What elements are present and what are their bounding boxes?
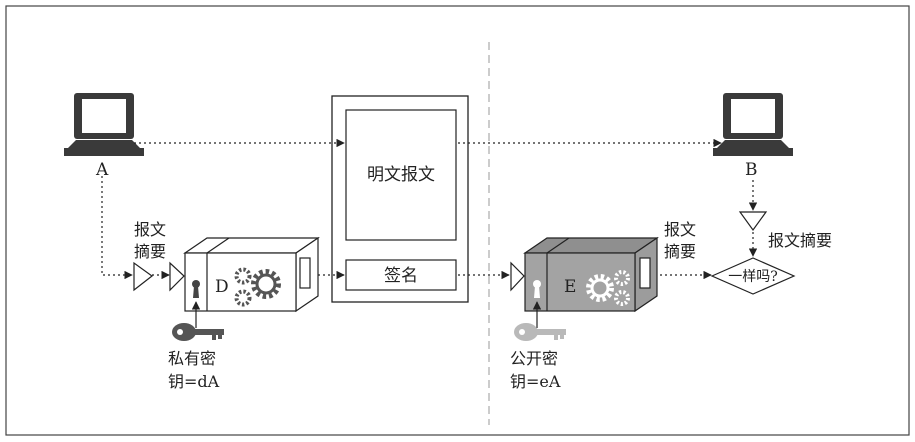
digest-triangle-icon	[738, 211, 768, 232]
outer-frame	[5, 5, 910, 436]
public-key-line1: 公开密	[510, 349, 558, 368]
digest-b-label: 报文摘要	[768, 231, 832, 250]
digest-left-line2: 摘要	[134, 242, 166, 261]
engine-e	[510, 236, 659, 313]
private-key-line1: 私有密	[168, 349, 216, 368]
private-key-icon	[172, 323, 224, 341]
compare-label: 一样吗?	[728, 269, 778, 285]
engine-d-label: D	[215, 277, 229, 297]
digest-triangle-icon	[133, 261, 154, 292]
keyhole-icon	[533, 280, 541, 298]
computer-a-icon	[64, 93, 144, 156]
signature-label: 签名	[384, 266, 418, 286]
digest-right-line2: 摘要	[664, 242, 696, 261]
keyhole-icon	[192, 280, 200, 298]
flow-a-down	[101, 176, 133, 280]
label-a: A	[95, 160, 109, 180]
signature-box	[345, 259, 457, 291]
gear-icon	[234, 267, 281, 307]
private-key-line2: 钥=dA	[168, 372, 220, 391]
compare-diamond	[710, 257, 796, 295]
label-b: B	[745, 160, 758, 180]
public-key-icon	[514, 323, 566, 341]
gear-icon	[586, 270, 630, 306]
public-key-line2: 钥=eA	[510, 372, 561, 391]
plaintext-box	[345, 109, 457, 241]
digest-right-line1: 报文	[664, 220, 696, 239]
plaintext-label: 明文报文	[367, 165, 435, 185]
digest-left-line1: 报文	[134, 220, 166, 239]
engine-d	[183, 236, 320, 313]
computer-b-icon	[713, 93, 793, 156]
engine-e-label: E	[564, 277, 576, 297]
digest-triangle-icon	[169, 261, 185, 292]
